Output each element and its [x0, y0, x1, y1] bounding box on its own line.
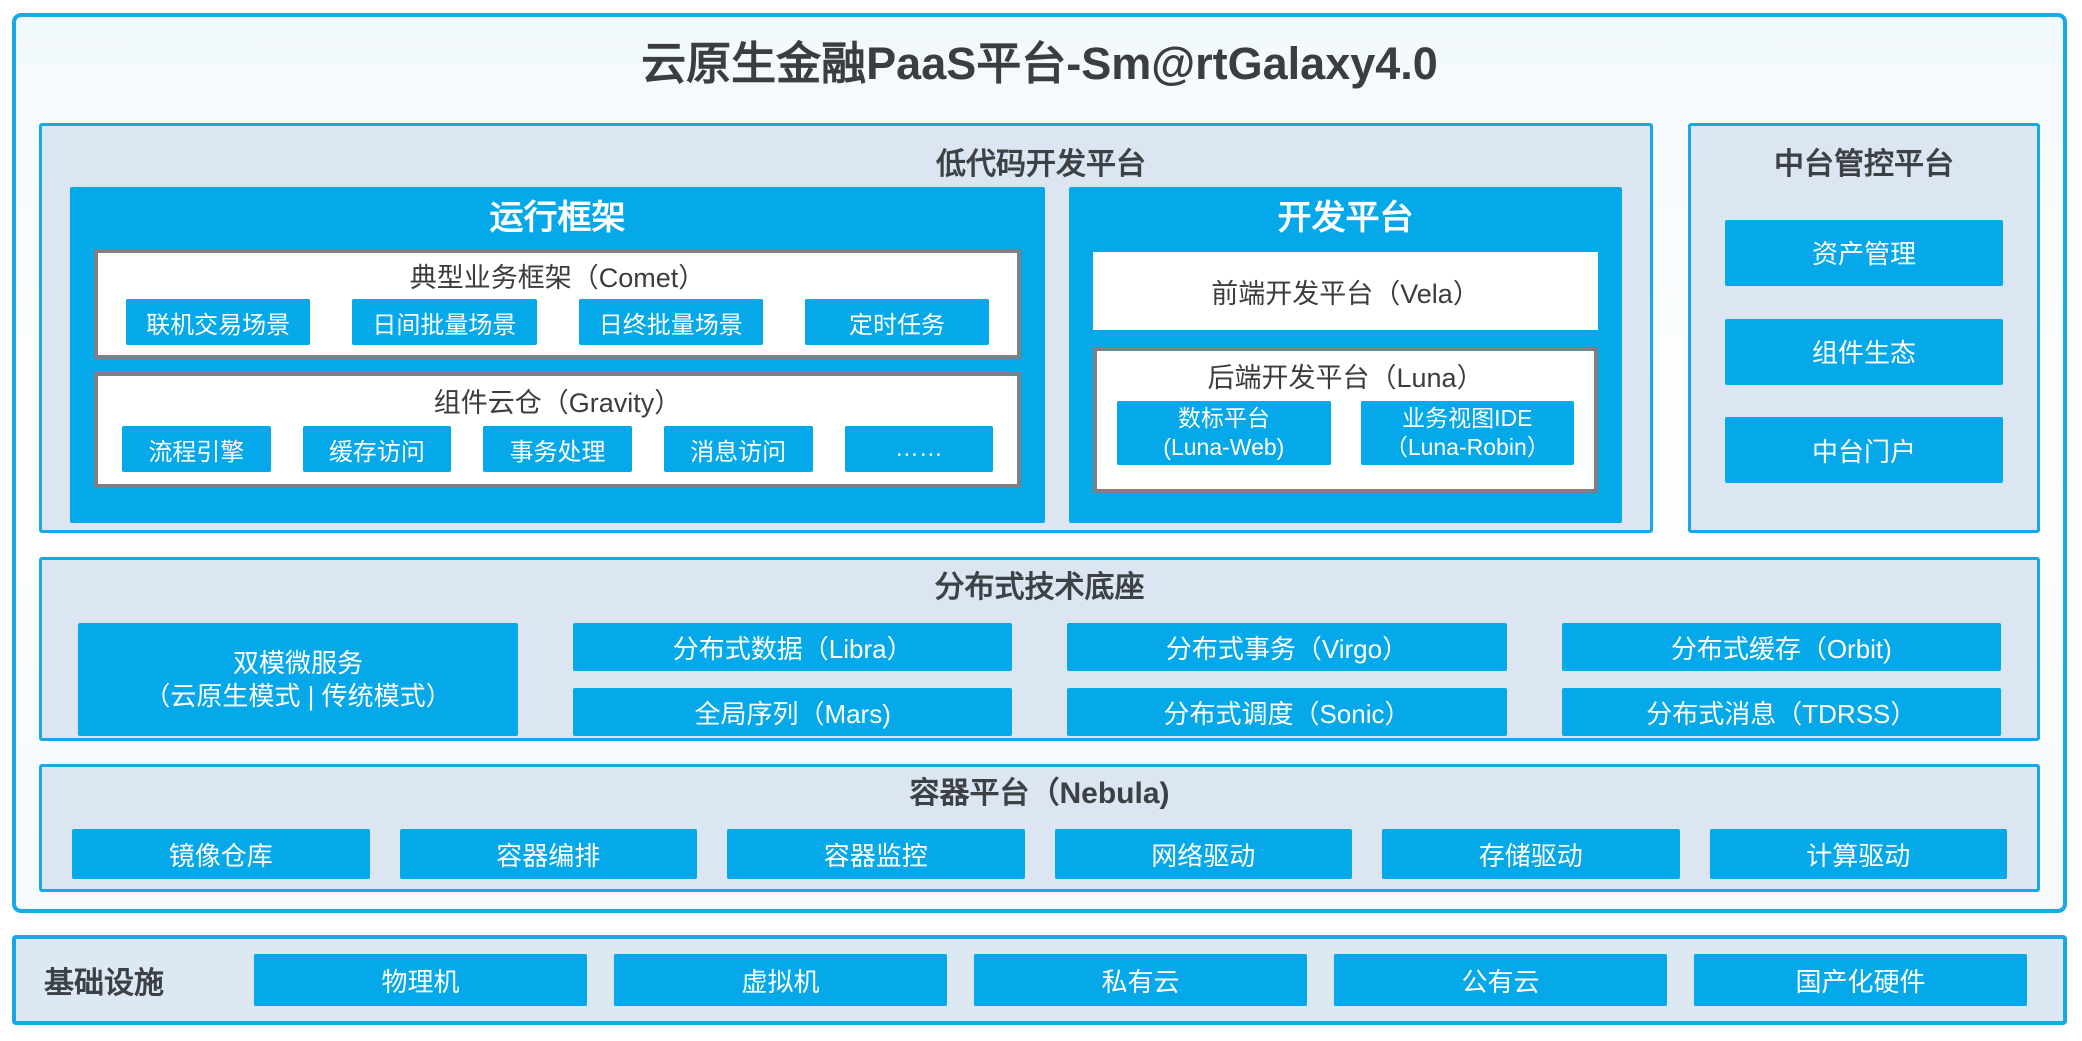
group-title-luna: 后端开发平台（Luna） — [1207, 363, 1484, 393]
chip: 分布式数据（Libra） — [573, 623, 1013, 671]
group-title-gravity: 组件云仓（Gravity） — [433, 388, 682, 418]
section-title-lowcode: 低代码开发平台 — [936, 148, 1146, 181]
panel-dev-platform: 开发平台 前端开发平台（Vela） 后端开发平台（Luna） 数标平台 (Lun… — [1069, 187, 1622, 523]
chip: 虚拟机 — [614, 954, 947, 1006]
box-frontend-vela: 前端开发平台（Vela） — [1093, 252, 1598, 330]
group-backend-luna: 后端开发平台（Luna） 数标平台 (Luna-Web) 业务视图IDE （Lu… — [1093, 347, 1598, 493]
chip: 镜像仓库 — [72, 829, 370, 879]
chip: 缓存访问 — [302, 426, 452, 472]
chip-line: （Luna-Robin） — [1384, 434, 1550, 460]
section-container-platform: 容器平台（Nebula) 镜像仓库 容器编排 容器监控 网络驱动 存储驱动 计算… — [39, 764, 2040, 892]
chip: 定时任务 — [804, 299, 990, 345]
chip: 数标平台 (Luna-Web) — [1117, 401, 1331, 465]
panel-title-dev: 开发平台 — [1277, 199, 1414, 237]
luna-chips-row: 数标平台 (Luna-Web) 业务视图IDE （Luna-Robin） — [1117, 401, 1574, 465]
chip: 联机交易场景 — [126, 299, 311, 345]
chip: 容器监控 — [727, 829, 1025, 879]
chip: 流程引擎 — [122, 426, 271, 472]
panel-runtime-framework: 运行框架 典型业务框架（Comet） 联机交易场景 日间批量场景 日终批量场景 … — [70, 187, 1046, 523]
chip: 国产化硬件 — [1694, 954, 2027, 1006]
lowcode-body: 运行框架 典型业务框架（Comet） 联机交易场景 日间批量场景 日终批量场景 … — [42, 187, 1650, 523]
section-infrastructure: 基础设施 物理机 虚拟机 私有云 公有云 国产化硬件 — [12, 935, 2067, 1025]
chip: 物理机 — [254, 954, 587, 1006]
section-midplatform-control: 中台管控平台 资产管理 组件生态 中台门户 — [1688, 123, 2040, 533]
chip-line: （云原生模式 | 传统模式） — [144, 680, 452, 711]
section-title-container: 容器平台（Nebula) — [909, 777, 1170, 810]
chip: 分布式缓存（Orbit) — [1561, 623, 2001, 671]
group-comet: 典型业务框架（Comet） 联机交易场景 日间批量场景 日终批量场景 定时任务 — [94, 249, 1022, 359]
gravity-chips-row: 流程引擎 缓存访问 事务处理 消息访问 …… — [114, 426, 1001, 472]
chip-dual-mode-microservice: 双模微服务 （云原生模式 | 传统模式） — [78, 623, 518, 736]
midplatform-buttons: 资产管理 组件生态 中台门户 — [1725, 187, 2003, 530]
chip: 分布式事务（Virgo） — [1067, 623, 1507, 671]
chip-line: (Luna-Web) — [1163, 434, 1285, 460]
chip: 分布式消息（TDRSS） — [1561, 688, 2001, 736]
chip: 容器编排 — [399, 829, 697, 879]
page-title: 云原生金融PaaS平台-Sm@rtGalaxy4.0 — [641, 38, 1438, 89]
chip: 公有云 — [1334, 954, 1667, 1006]
comet-chips-row: 联机交易场景 日间批量场景 日终批量场景 定时任务 — [114, 299, 1001, 345]
chip-line: 业务视图IDE — [1402, 405, 1533, 431]
distributed-grid: 分布式数据（Libra） 分布式事务（Virgo） 分布式缓存（Orbit) 全… — [573, 623, 2001, 736]
chip: 存储驱动 — [1382, 829, 1680, 879]
chip: 分布式调度（Sonic） — [1067, 688, 1507, 736]
section-distributed-base: 分布式技术底座 双模微服务 （云原生模式 | 传统模式） 分布式数据（Libra… — [39, 557, 2040, 741]
section-title-midplatform: 中台管控平台 — [1774, 148, 1954, 181]
container-chips-row: 镜像仓库 容器编排 容器监控 网络驱动 存储驱动 计算驱动 — [72, 829, 2007, 879]
infrastructure-label: 基础设施 — [44, 967, 164, 1000]
chip: 私有云 — [974, 954, 1307, 1006]
group-gravity: 组件云仓（Gravity） 流程引擎 缓存访问 事务处理 消息访问 …… — [94, 372, 1022, 488]
chip-line: 数标平台 — [1177, 405, 1270, 431]
main-frame: 云原生金融PaaS平台-Sm@rtGalaxy4.0 低代码开发平台 运行框架 … — [12, 13, 2067, 913]
chip: 网络驱动 — [1054, 829, 1352, 879]
chip: 消息访问 — [663, 426, 813, 472]
group-title-comet: 典型业务框架（Comet） — [409, 263, 706, 293]
panel-title-runtime: 运行框架 — [489, 199, 626, 237]
chip: 事务处理 — [483, 426, 632, 472]
section-lowcode-platform: 低代码开发平台 运行框架 典型业务框架（Comet） 联机交易场景 日间批量场景… — [39, 123, 1653, 533]
mid-button-asset-management: 资产管理 — [1725, 219, 2003, 286]
mid-button-component-ecosystem: 组件生态 — [1725, 318, 2003, 385]
chip: 日间批量场景 — [352, 299, 537, 345]
mid-button-midplatform-portal: 中台门户 — [1725, 417, 2003, 484]
top-row: 低代码开发平台 运行框架 典型业务框架（Comet） 联机交易场景 日间批量场景… — [39, 123, 2040, 533]
chip-line: 双模微服务 — [232, 647, 363, 678]
section-title-distributed: 分布式技术底座 — [934, 571, 1145, 604]
chip: 计算驱动 — [1709, 829, 2007, 879]
distributed-body: 双模微服务 （云原生模式 | 传统模式） 分布式数据（Libra） 分布式事务（… — [78, 623, 2001, 736]
infrastructure-chips-row: 物理机 虚拟机 私有云 公有云 国产化硬件 — [254, 954, 2027, 1006]
chip: 业务视图IDE （Luna-Robin） — [1360, 401, 1574, 465]
chip: 日终批量场景 — [578, 299, 763, 345]
chip: 全局序列（Mars) — [573, 688, 1013, 736]
chip: …… — [844, 426, 994, 472]
